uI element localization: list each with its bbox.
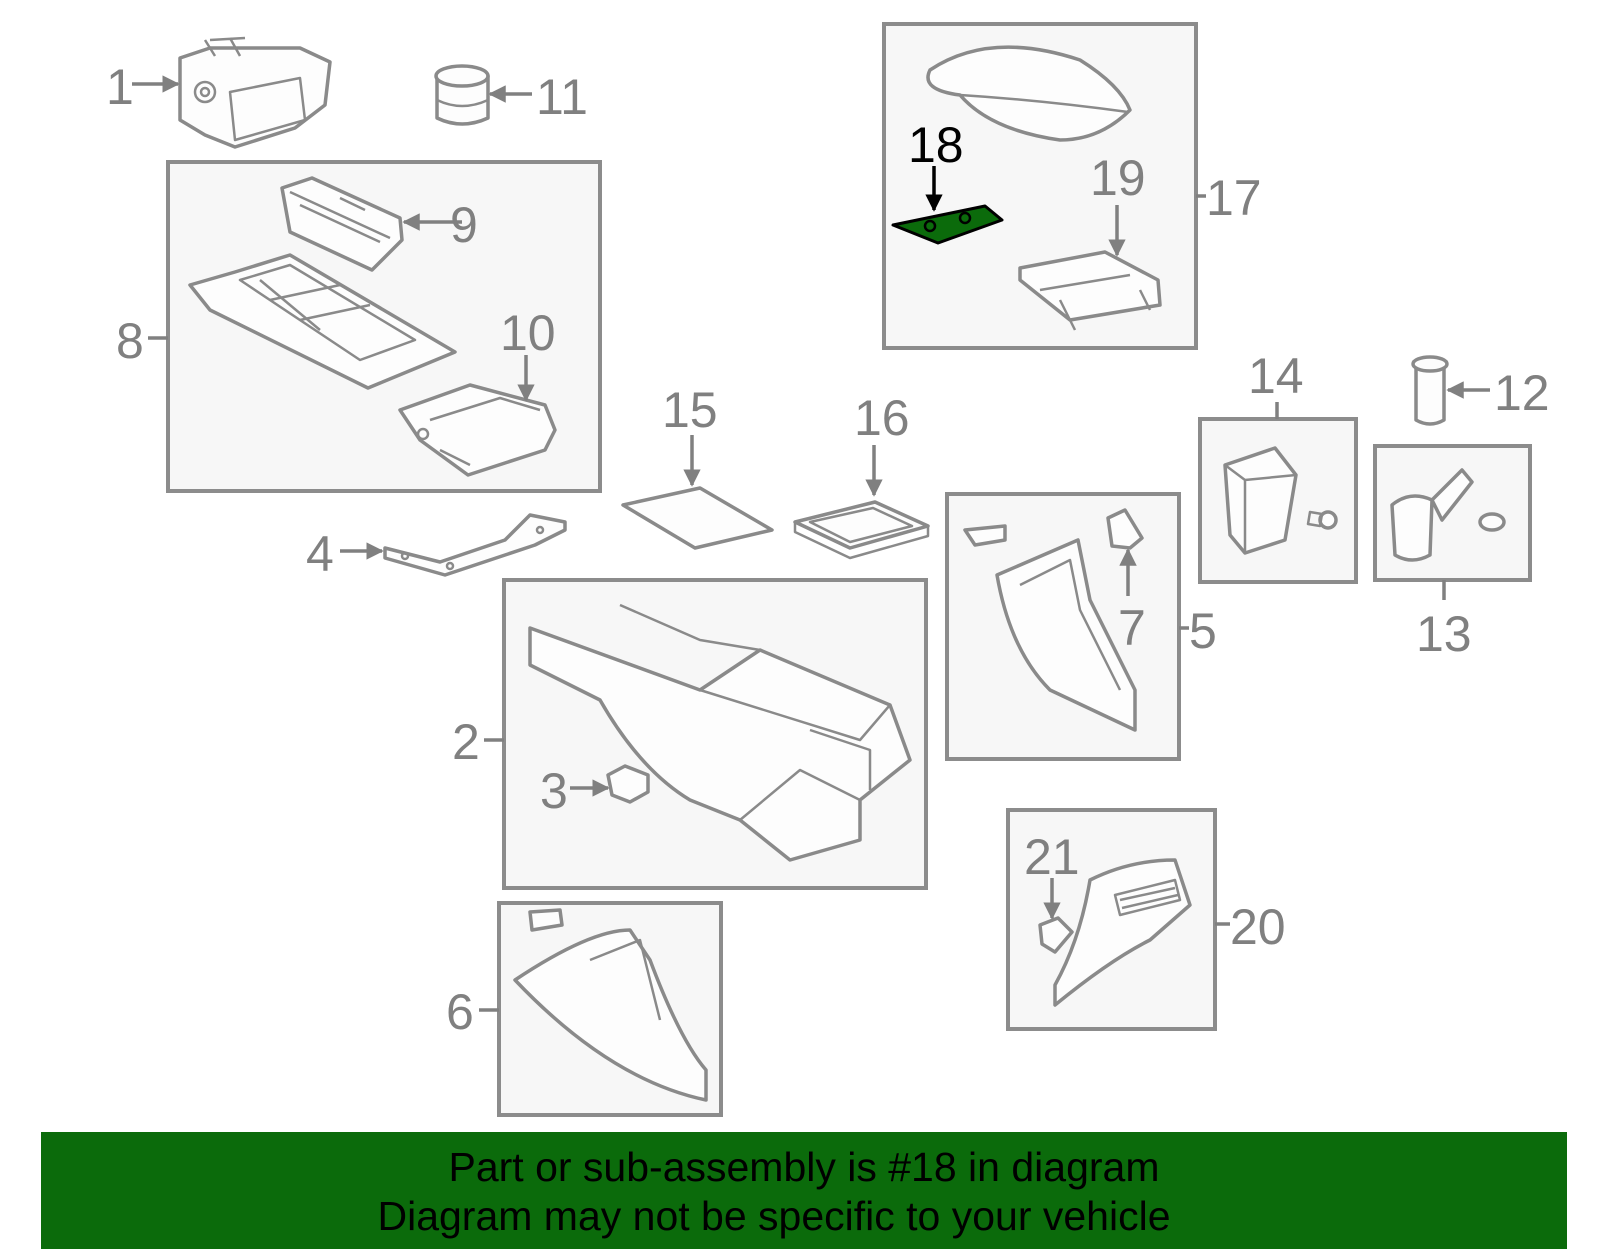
part-6-panel-drawing — [513, 908, 708, 1102]
part-13-holder-drawing — [1390, 468, 1506, 562]
callout-9: 9 — [450, 197, 478, 253]
callout-15: 15 — [662, 382, 718, 438]
part-10-drawing — [398, 383, 557, 477]
callout-14: 14 — [1248, 348, 1304, 404]
part-9-drawing — [280, 176, 404, 272]
part-11-drawing — [434, 64, 490, 126]
part-15-mat-drawing — [621, 486, 774, 550]
part-17-armrest-drawing — [926, 45, 1132, 142]
part-20-panel-drawing — [1053, 858, 1192, 1007]
callout-2: 2 — [452, 714, 480, 770]
part-18-pad-highlight — [891, 204, 1004, 245]
callout-12: 12 — [1494, 365, 1550, 421]
callout-17: 17 — [1206, 170, 1262, 226]
callout-16: 16 — [854, 390, 910, 446]
callout-1: 1 — [106, 59, 134, 115]
banner-line-1: Part or sub-assembly is #18 in diagram — [448, 1144, 1160, 1190]
callout-4: 4 — [306, 526, 334, 582]
callout-10: 10 — [500, 305, 556, 361]
callout-7: 7 — [1118, 600, 1146, 656]
callout-8: 8 — [116, 313, 144, 369]
part-1-drawing — [178, 36, 332, 149]
part-2-console-drawing — [528, 603, 912, 862]
callout-20: 20 — [1230, 899, 1286, 955]
part-8-tray-drawing — [188, 253, 457, 390]
part-19-bracket-drawing — [1018, 250, 1162, 331]
callout-3: 3 — [540, 763, 568, 819]
group-box-20 — [1006, 808, 1217, 1031]
part-4-bracket-drawing — [383, 513, 567, 577]
callout-21: 21 — [1024, 829, 1080, 885]
callout-6: 6 — [446, 984, 474, 1040]
part-7-clip-drawing — [1106, 508, 1144, 550]
callout-19: 19 — [1090, 150, 1146, 206]
callout-11: 11 — [536, 69, 588, 125]
part-16-tray-drawing — [793, 500, 930, 560]
part-3-clip-drawing — [606, 764, 650, 804]
part-5-panel-drawing — [963, 524, 1137, 732]
info-banner: Part or sub-assembly is #18 in diagram D… — [41, 1132, 1567, 1249]
part-14-socket-drawing — [1223, 446, 1338, 555]
banner-line-2: Diagram may not be specific to your vehi… — [377, 1193, 1171, 1239]
part-12-lighter-drawing — [1411, 355, 1449, 426]
callout-5: 5 — [1189, 603, 1217, 659]
callout-13: 13 — [1416, 606, 1472, 662]
callout-18: 18 — [908, 117, 964, 173]
